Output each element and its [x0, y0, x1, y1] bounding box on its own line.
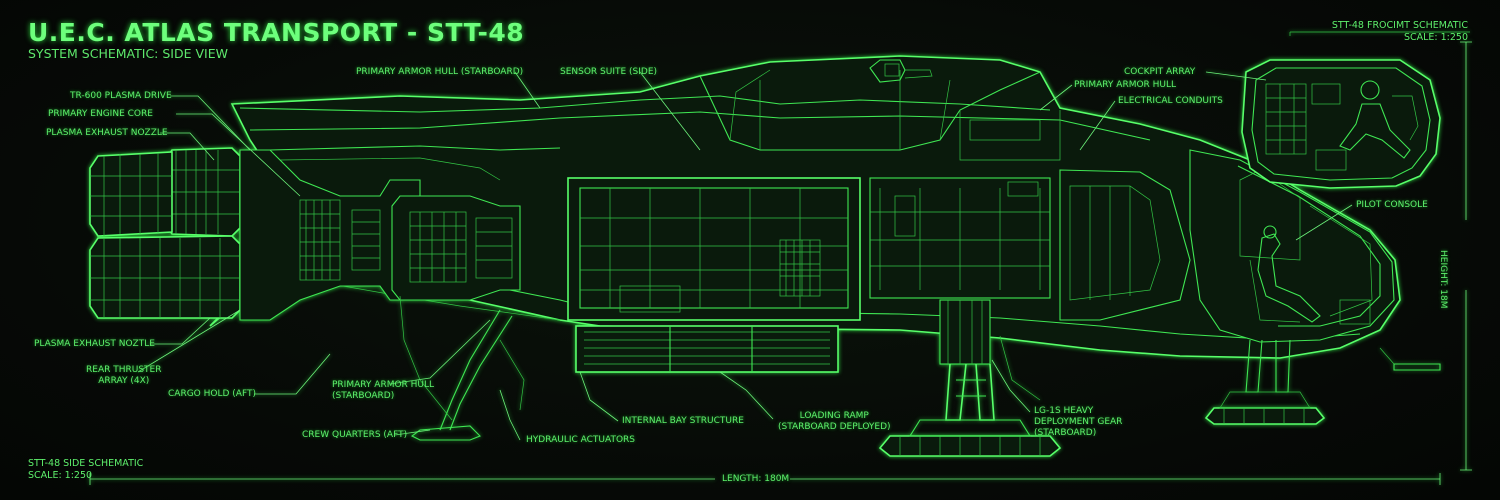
length-dimension: LENGTH: 180M: [722, 474, 790, 484]
label-hydraulic-actuators: HYDRAULIC ACTUATORS: [526, 435, 636, 445]
page-subtitle: SYSTEM SCHEMATIC: SIDE VIEW: [28, 46, 228, 61]
front-schematic-title: STT-48 FROCIMT SCHEMATIC: [1331, 20, 1468, 31]
internal-bay: [567, 169, 1191, 321]
label-tr600-plasma-drive: TR-600 PLASMA DRIVE: [70, 91, 172, 101]
loading-ramp: [575, 325, 839, 373]
side-schematic-scale: SCALE: 1:250: [28, 470, 93, 481]
label-plasma-exhaust-nozzle-bottom: PLASMA EXHAUST NOZTLE: [34, 339, 155, 349]
label-rear-thruster-array: REAR THRUSTER ARRAY (4X): [86, 365, 162, 386]
aft-landing-strut: [399, 295, 525, 441]
label-plasma-exhaust-nozzle-top: PLASMA EXHAUST NOZZLE: [46, 128, 168, 138]
label-primary-engine-core: PRIMARY ENGINE CORE: [48, 109, 153, 119]
label-cockpit-array: COCKPIT ARRAY: [1124, 67, 1196, 77]
dimension-lines: [89, 41, 1472, 485]
corner-bottom-left: STT-48 SIDE SCHEMATIC SCALE: 1:250: [28, 458, 143, 482]
page-title: U.E.C. ATLAS TRANSPORT - STT-48: [28, 18, 525, 47]
label-internal-bay-structure: INTERNAL BAY STRUCTURE: [622, 416, 744, 426]
label-crew-quarters: CREW QUARTERS (AFT): [302, 430, 408, 440]
label-sensor-suite: SENSOR SUITE (SIDE): [560, 67, 658, 77]
label-cargo-hold-aft: CARGO HOLD (AFT): [168, 389, 256, 399]
label-loading-ramp: LOADING RAMP (STARBOARD DEPLOYED): [778, 411, 891, 432]
side-schematic-title: STT-48 SIDE SCHEMATIC: [28, 458, 144, 469]
label-deployment-gear: LG-1S HEAVY DEPLOYMENT GEAR (STARBOARD): [1034, 406, 1123, 438]
label-primary-armor-hull-lower: PRIMARY ARMOR HULL (STARBOARD): [332, 380, 435, 401]
label-primary-armor-hull-starboard: PRIMARY ARMOR HULL (STARBOARD): [356, 67, 524, 77]
front-schematic-scale: SCALE: 1:250: [1403, 32, 1468, 43]
label-electrical-conduits: ELECTRICAL CONDUITS: [1118, 96, 1223, 106]
label-primary-armor-hull: PRIMARY ARMOR HULL: [1074, 80, 1177, 90]
cockpit-section: [1189, 149, 1441, 371]
height-dimension: HEIGHT: 18M: [1438, 250, 1448, 309]
front-schematic-inset: [1241, 59, 1441, 189]
main-landing-gear: [878, 299, 1062, 457]
engine-block: [89, 147, 521, 321]
leader-lines: [137, 71, 1353, 441]
front-landing-gear: [1204, 339, 1326, 425]
corner-top-right: STT-48 FROCIMT SCHEMATIC SCALE: 1:250: [1332, 20, 1468, 44]
label-pilot-console: PILOT CONSOLE: [1356, 200, 1428, 210]
frame-border: [1289, 31, 1470, 36]
